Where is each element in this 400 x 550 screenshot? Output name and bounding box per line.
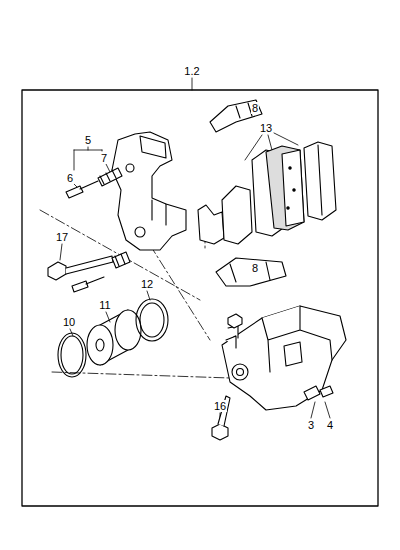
seal-ring bbox=[58, 299, 168, 377]
piston bbox=[87, 310, 141, 365]
brake-pads bbox=[198, 142, 336, 244]
callout-number: 1.2 bbox=[183, 65, 200, 77]
callout-number: 7 bbox=[100, 152, 108, 164]
callout-number: 13 bbox=[259, 122, 273, 134]
assembly-frame bbox=[22, 90, 378, 506]
caliper-housing bbox=[222, 306, 346, 410]
callout-number: 6 bbox=[66, 172, 74, 184]
bleeder-valve bbox=[304, 386, 333, 400]
callout-number: 5 bbox=[84, 134, 92, 146]
spring-clip bbox=[210, 100, 286, 286]
callout-number: 3 bbox=[307, 419, 315, 431]
caliper-bolt bbox=[212, 314, 242, 440]
callout-number: 12 bbox=[140, 278, 154, 290]
callout-number: 8 bbox=[251, 262, 259, 274]
caliper-carrier bbox=[112, 132, 186, 250]
callout-number: 4 bbox=[326, 419, 334, 431]
callout-number: 16 bbox=[213, 400, 227, 412]
callout-number: 17 bbox=[55, 231, 69, 243]
callout-number: 8 bbox=[251, 102, 259, 114]
callout-number: 10 bbox=[62, 316, 76, 328]
callout-number: 11 bbox=[98, 299, 111, 311]
guide-pin bbox=[66, 168, 122, 198]
guide-bolt bbox=[48, 252, 130, 292]
